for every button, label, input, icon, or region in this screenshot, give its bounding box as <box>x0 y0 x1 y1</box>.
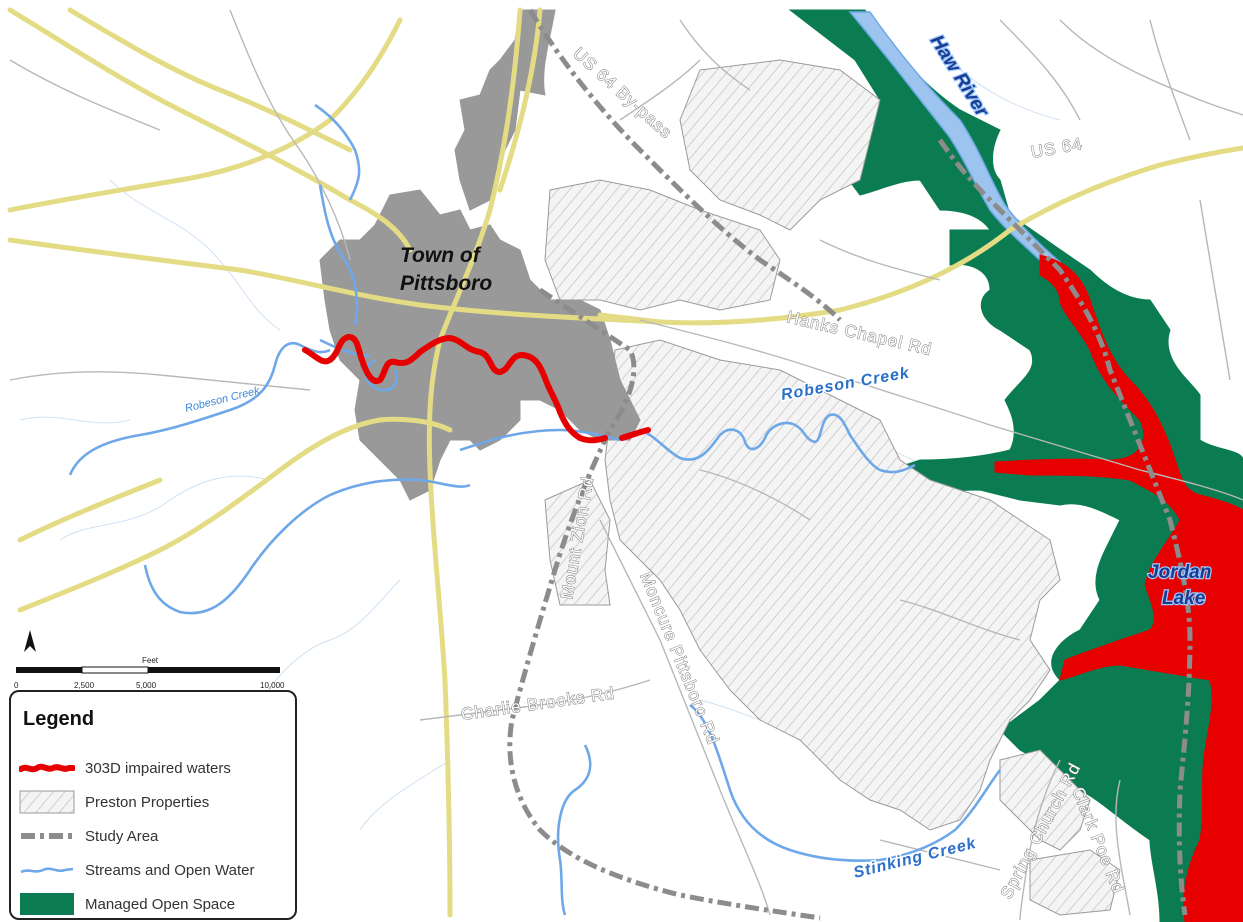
legend-item-managed-open-space: Managed Open Space <box>19 890 235 918</box>
legend-label: Streams and Open Water <box>85 861 255 879</box>
svg-text:Feet: Feet <box>142 656 159 665</box>
legend-label: Preston Properties <box>85 793 210 811</box>
north-arrow-icon <box>24 630 36 652</box>
map-legend: Legend 303D impaired waters Preston Prop… <box>9 690 297 920</box>
legend-label: Study Area <box>85 827 159 845</box>
svg-text:5,000: 5,000 <box>136 681 157 690</box>
major-roads <box>7 7 1243 918</box>
svg-text:Town of: Town of <box>400 244 482 267</box>
impaired-waters-swatch-icon <box>19 756 75 780</box>
legend-item-study-area: Study Area <box>19 822 158 850</box>
legend-item-streams: Streams and Open Water <box>19 856 255 884</box>
study-area-boundary <box>507 8 1193 921</box>
streams-and-open-water <box>68 103 1002 916</box>
robeson-creek-impaired <box>302 334 651 444</box>
town-label: Town of Pittsboro <box>400 244 492 295</box>
hatched-area-swatch-icon <box>19 790 75 814</box>
legend-item-preston-properties: Preston Properties <box>19 788 209 816</box>
svg-text:10,000: 10,000 <box>260 681 285 690</box>
svg-text:2,500: 2,500 <box>74 681 95 690</box>
jordan-lake-label: Jordan Lake <box>1147 561 1213 611</box>
legend-item-impaired-waters: 303D impaired waters <box>19 754 231 782</box>
svg-text:0: 0 <box>14 681 19 690</box>
legend-label: Managed Open Space <box>85 895 236 913</box>
scale-bar: Feet 0 2,500 5,000 10,000 <box>14 656 285 690</box>
legend-label: 303D impaired waters <box>85 759 231 777</box>
green-fill-swatch-icon <box>19 892 75 916</box>
svg-text:Pittsboro: Pittsboro <box>400 272 492 295</box>
stream-line-swatch-icon <box>19 858 75 882</box>
legend-title: Legend <box>23 708 95 730</box>
svg-text:Lake: Lake <box>1162 588 1206 609</box>
preston-properties <box>544 59 1121 916</box>
town-of-pittsboro-area <box>319 9 641 501</box>
dash-dot-line-swatch-icon <box>19 824 75 848</box>
svg-text:Jordan: Jordan <box>1148 562 1211 583</box>
minor-roads <box>9 9 1243 921</box>
